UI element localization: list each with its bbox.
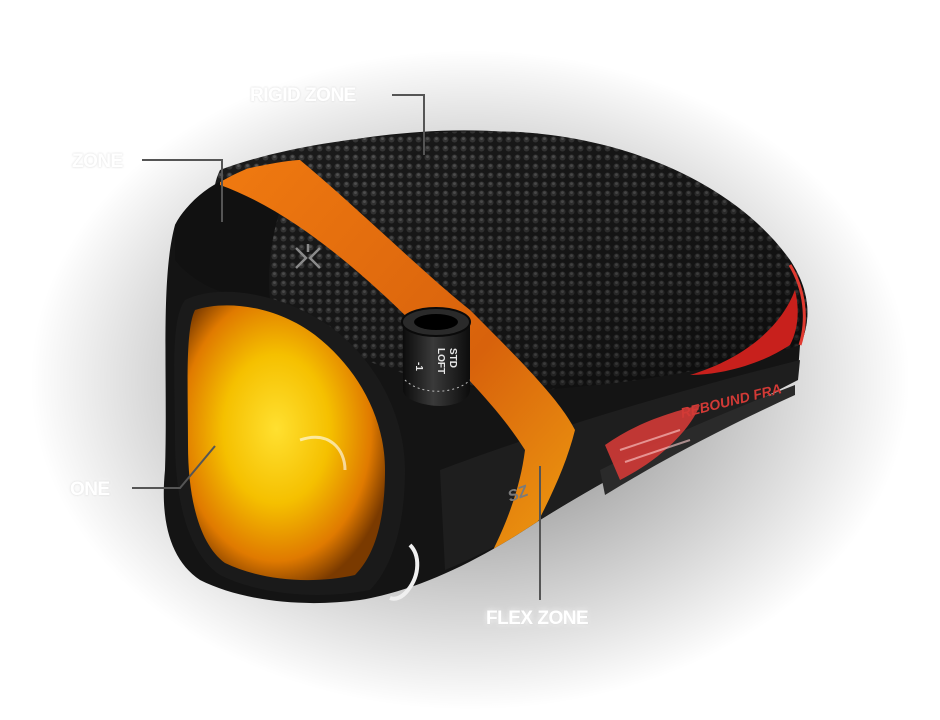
hosel-minus-text: -1	[413, 362, 424, 371]
hosel-std-text: STD	[447, 348, 458, 368]
zone-top-line	[142, 159, 223, 222]
callout-lines	[132, 94, 541, 600]
zone-label-face: ONE	[70, 479, 110, 500]
toe-accent	[389, 543, 420, 601]
adjustable-hosel	[401, 307, 471, 406]
flex-zone-band	[220, 160, 575, 575]
rigid-zone-line	[392, 94, 425, 155]
face-glow	[187, 305, 385, 581]
crown-alignment-mark	[295, 244, 321, 269]
flex-zone-label: FLEX ZONE	[486, 608, 589, 629]
sole-mark-text: SZ	[506, 482, 532, 505]
rigid-zone-label: RIGID ZONE	[250, 85, 356, 106]
zone-face-line	[132, 445, 216, 489]
hosel-loft-text: LOFT	[435, 348, 446, 374]
zone-label-top: ZONE	[72, 151, 123, 172]
red-accent-stripe	[690, 290, 798, 375]
